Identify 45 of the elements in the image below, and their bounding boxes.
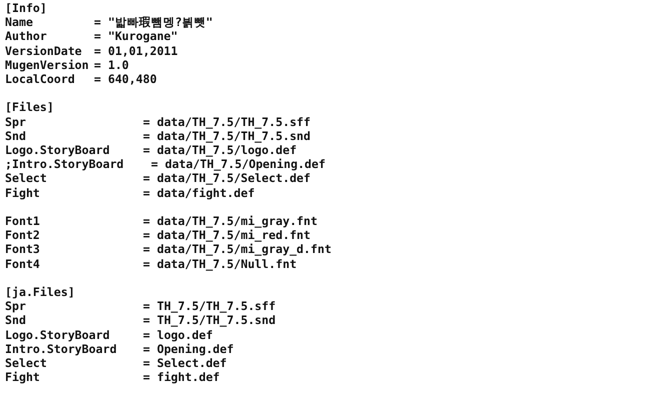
setting-key: LocalCoord [5, 73, 75, 86]
setting-key: Snd [5, 130, 26, 143]
setting-key: Spr [5, 300, 26, 314]
setting-value: = fight.def [143, 371, 220, 384]
section-header: [Files] [5, 101, 54, 114]
setting-value: = data/TH_7.5/mi_gray.fnt [143, 215, 318, 228]
setting-value: = logo.def [143, 328, 213, 342]
setting-key: Name [5, 16, 33, 30]
setting-key: MugenVersion [5, 58, 89, 72]
setting-key: Select [5, 357, 47, 370]
setting-value: = 1.0 [94, 58, 129, 72]
setting-value: = 640,480 [94, 73, 157, 86]
setting-value: = data/TH_7.5/mi_gray_d.fnt [143, 243, 332, 256]
setting-key: Font1 [5, 215, 40, 228]
setting-key: Intro.StoryBoard [5, 342, 117, 356]
setting-key: Fight [5, 371, 40, 384]
section-header: [ja.Files] [5, 286, 75, 299]
setting-value: = data/TH_7.5/logo.def [143, 144, 297, 157]
setting-value: = data/TH_7.5/Select.def [143, 172, 311, 186]
setting-key: VersionDate [5, 44, 82, 58]
setting-value: = data/TH_7.5/TH_7.5.sff [143, 116, 311, 129]
setting-key: Spr [5, 116, 26, 129]
setting-value: = data/fight.def [143, 186, 255, 200]
setting-key: Logo.StoryBoard [5, 328, 110, 342]
setting-value: = Select.def [143, 357, 227, 370]
setting-key: Select [5, 172, 47, 186]
setting-value: = "Kurogane" [94, 30, 178, 44]
setting-value: = data/TH_7.5/Opening.def [151, 158, 326, 172]
setting-value: = Opening.def [143, 342, 234, 356]
setting-key: Font3 [5, 243, 40, 256]
setting-value: = TH_7.5/TH_7.5.snd [143, 314, 276, 328]
setting-value: = data/TH_7.5/mi_red.fnt [143, 229, 311, 242]
setting-key: Author [5, 30, 47, 44]
setting-value: = TH_7.5/TH_7.5.sff [143, 300, 276, 314]
setting-key: Logo.StoryBoard [5, 144, 110, 157]
setting-key: Snd [5, 314, 26, 328]
setting-key: ;Intro.StoryBoard [5, 158, 124, 172]
setting-value: = 01,01,2011 [94, 44, 178, 58]
setting-key: Font2 [5, 229, 40, 242]
section-header: [Info] [5, 2, 47, 15]
setting-key: Font4 [5, 258, 40, 271]
setting-value: = "밟빠瑕뺌멩?븱뺏" [94, 16, 213, 30]
setting-value: = data/TH_7.5/TH_7.5.snd [143, 130, 311, 143]
setting-value: = data/TH_7.5/Null.fnt [143, 258, 297, 271]
setting-key: Fight [5, 186, 40, 200]
